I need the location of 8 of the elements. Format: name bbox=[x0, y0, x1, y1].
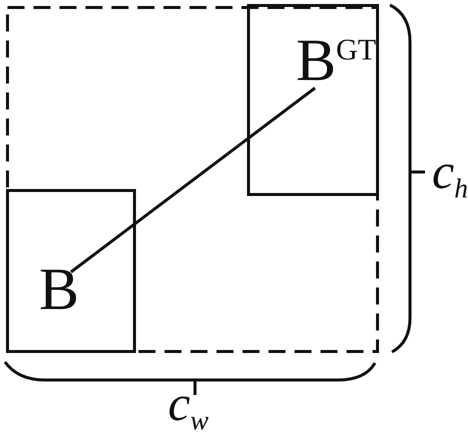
predicted-box bbox=[6, 189, 136, 353]
dimension-label: c$_{w}$ bbox=[168, 378, 209, 428]
dimension-label: c$_{h}$ bbox=[432, 146, 468, 196]
box-label: B bbox=[39, 259, 80, 319]
connecting-line bbox=[70, 86, 316, 274]
box-label: B$^{GT}$ bbox=[296, 30, 376, 90]
ground-truth-box bbox=[247, 4, 379, 196]
enclosing-box bbox=[6, 6, 379, 353]
